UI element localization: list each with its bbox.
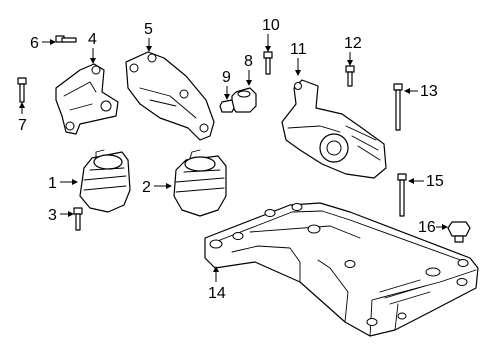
svg-text:16: 16 [418, 219, 436, 236]
bracket-5-part [125, 51, 215, 141]
svg-text:8: 8 [244, 53, 253, 70]
callout-16: 16 [418, 219, 448, 236]
svg-text:9: 9 [222, 69, 231, 86]
bushing-9-part [219, 99, 235, 113]
transmission-mount-part [281, 79, 387, 179]
callout-12: 12 [344, 35, 362, 66]
svg-text:10: 10 [262, 17, 280, 34]
callout-7: 7 [18, 102, 27, 134]
bushing-8-part [231, 87, 257, 113]
callout-5: 5 [144, 21, 153, 52]
nut-16-part [447, 221, 471, 243]
callout-1: 1 [48, 175, 78, 192]
callout-10: 10 [262, 17, 280, 52]
svg-text:7: 7 [18, 117, 27, 134]
svg-text:2: 2 [142, 179, 151, 196]
bolt-6-part [55, 35, 77, 43]
bolt-7-part [17, 77, 27, 103]
svg-text:6: 6 [30, 35, 39, 52]
svg-text:15: 15 [426, 173, 444, 190]
svg-text:11: 11 [290, 41, 307, 58]
svg-text:4: 4 [88, 31, 97, 48]
svg-text:5: 5 [144, 21, 153, 38]
svg-text:3: 3 [48, 207, 57, 224]
callout-13: 13 [404, 83, 438, 100]
svg-text:1: 1 [48, 175, 57, 192]
engine-mount-left-part [79, 149, 131, 213]
bolt-3-part [73, 207, 83, 231]
callout-11: 11 [290, 41, 307, 76]
bracket-4-part [55, 63, 119, 135]
bolt-15-part [397, 173, 407, 217]
bolt-13-part [393, 83, 403, 131]
svg-text:13: 13 [420, 83, 438, 100]
callout-14: 14 [208, 266, 226, 302]
callout-2: 2 [142, 179, 172, 196]
callout-4: 4 [88, 31, 97, 64]
callout-8: 8 [244, 53, 253, 86]
svg-text:14: 14 [208, 285, 226, 302]
callout-3: 3 [48, 207, 74, 224]
crossmember-part [204, 202, 479, 337]
svg-text:12: 12 [344, 35, 362, 52]
bolt-12-part [345, 65, 355, 87]
engine-mount-right-part [173, 149, 227, 217]
callout-15: 15 [408, 173, 444, 190]
callout-6: 6 [30, 35, 56, 52]
bolt-10-part [263, 51, 273, 75]
callout-9: 9 [222, 69, 231, 100]
